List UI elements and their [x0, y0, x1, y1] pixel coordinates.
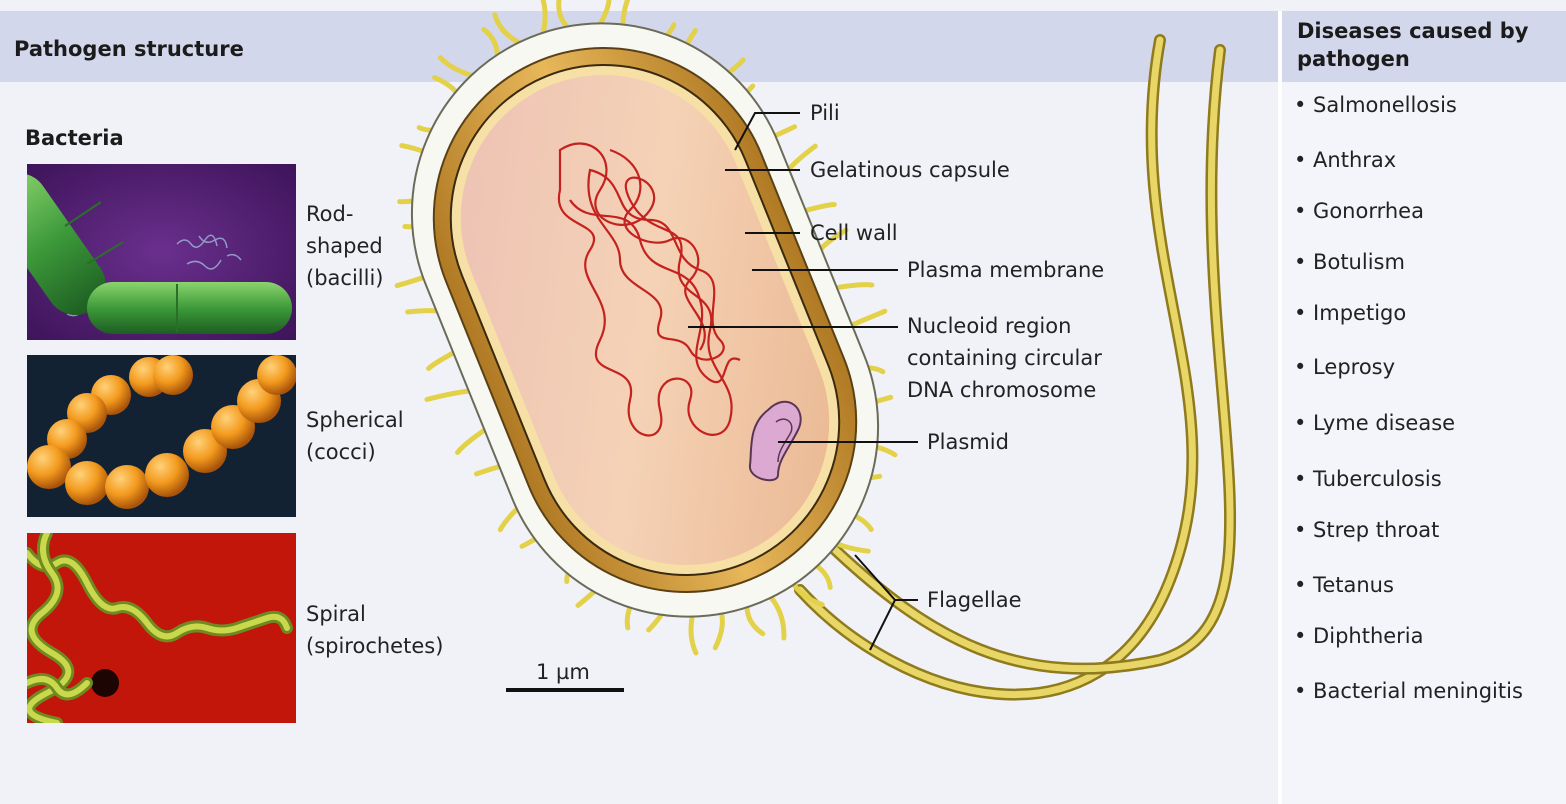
cytoplasm [460, 75, 830, 565]
rod-label-line-3: (bacilli) [306, 266, 384, 290]
flagellae-label: Flagellae [927, 588, 1022, 612]
pilus [481, 27, 500, 61]
disease-item: • Tuberculosis [1294, 467, 1442, 491]
disease-item: • Leprosy [1294, 355, 1396, 379]
pilus [540, 0, 548, 36]
nucleoid-label-line-1: Nucleoid region [907, 314, 1072, 338]
disease-item: • Salmonellosis [1294, 93, 1457, 117]
pili-label: Pili [810, 101, 840, 125]
pilus [424, 388, 472, 402]
spiral-label-line-1: Spiral [306, 602, 366, 626]
disease-item: • Tetanus [1294, 573, 1394, 597]
pilus [744, 604, 766, 637]
disease-item: • Botulism [1294, 250, 1405, 274]
spiral-micrograph [27, 533, 296, 723]
nucleoid-label-line-2: containing circular [907, 346, 1102, 370]
pilus [818, 227, 849, 252]
pilus [832, 282, 875, 291]
column-divider [1278, 11, 1282, 804]
rod-shaped-label: Rod- shaped (bacilli) [306, 198, 416, 294]
spherical-label-line-1: Spherical [306, 408, 404, 432]
plasmid-label: Plasmid [927, 430, 1009, 454]
plasmid [749, 400, 802, 482]
rod-label-line-1: Rod- [306, 202, 354, 226]
nucleoid-region-label: Nucleoid region containing circular DNA … [907, 310, 1102, 406]
header-band-right [1282, 11, 1566, 82]
disease-item: • Gonorrhea [1294, 199, 1424, 223]
pilus [801, 202, 837, 214]
pilus [492, 12, 522, 46]
diseases-title: Diseases caused by pathogen [1297, 19, 1529, 71]
pilus [556, 0, 572, 32]
disease-item: • Diphtheria [1294, 624, 1424, 648]
nucleoid-label-line-3: DNA chromosome [907, 378, 1097, 402]
pilus [768, 594, 787, 641]
disease-item: • Anthrax [1294, 148, 1397, 172]
gelatinous-capsule-label: Gelatinous capsule [810, 158, 1010, 182]
bacteria-heading: Bacteria [25, 126, 124, 150]
spherical-label-line-2: (cocci) [306, 440, 376, 464]
spherical-label: Spherical (cocci) [306, 404, 456, 468]
rod-shaped-micrograph [27, 164, 296, 340]
disease-item: • Strep throat [1294, 518, 1440, 542]
disease-item: • Bacterial meningitis [1294, 679, 1523, 703]
pilus [426, 349, 458, 371]
nucleoid-dna [557, 142, 741, 437]
scale-bar-label: 1 µm [536, 660, 590, 684]
pathogen-structure-title: Pathogen structure [14, 37, 244, 61]
disease-item: • Impetigo [1294, 301, 1407, 325]
disease-item: • Lyme disease [1294, 411, 1456, 435]
spiral-label: Spiral (spirochetes) [306, 598, 486, 662]
plasma-membrane-label: Plasma membrane [907, 258, 1105, 282]
pilus [712, 608, 725, 651]
rod-label-line-2: shaped [306, 234, 383, 258]
spiral-label-line-2: (spirochetes) [306, 634, 444, 658]
spherical-micrograph [27, 355, 296, 517]
leader-lines [688, 112, 918, 651]
cell-wall-label: Cell wall [810, 221, 898, 245]
flagella [794, 34, 1237, 701]
pilus [455, 426, 489, 455]
disease-panel [1282, 82, 1566, 804]
